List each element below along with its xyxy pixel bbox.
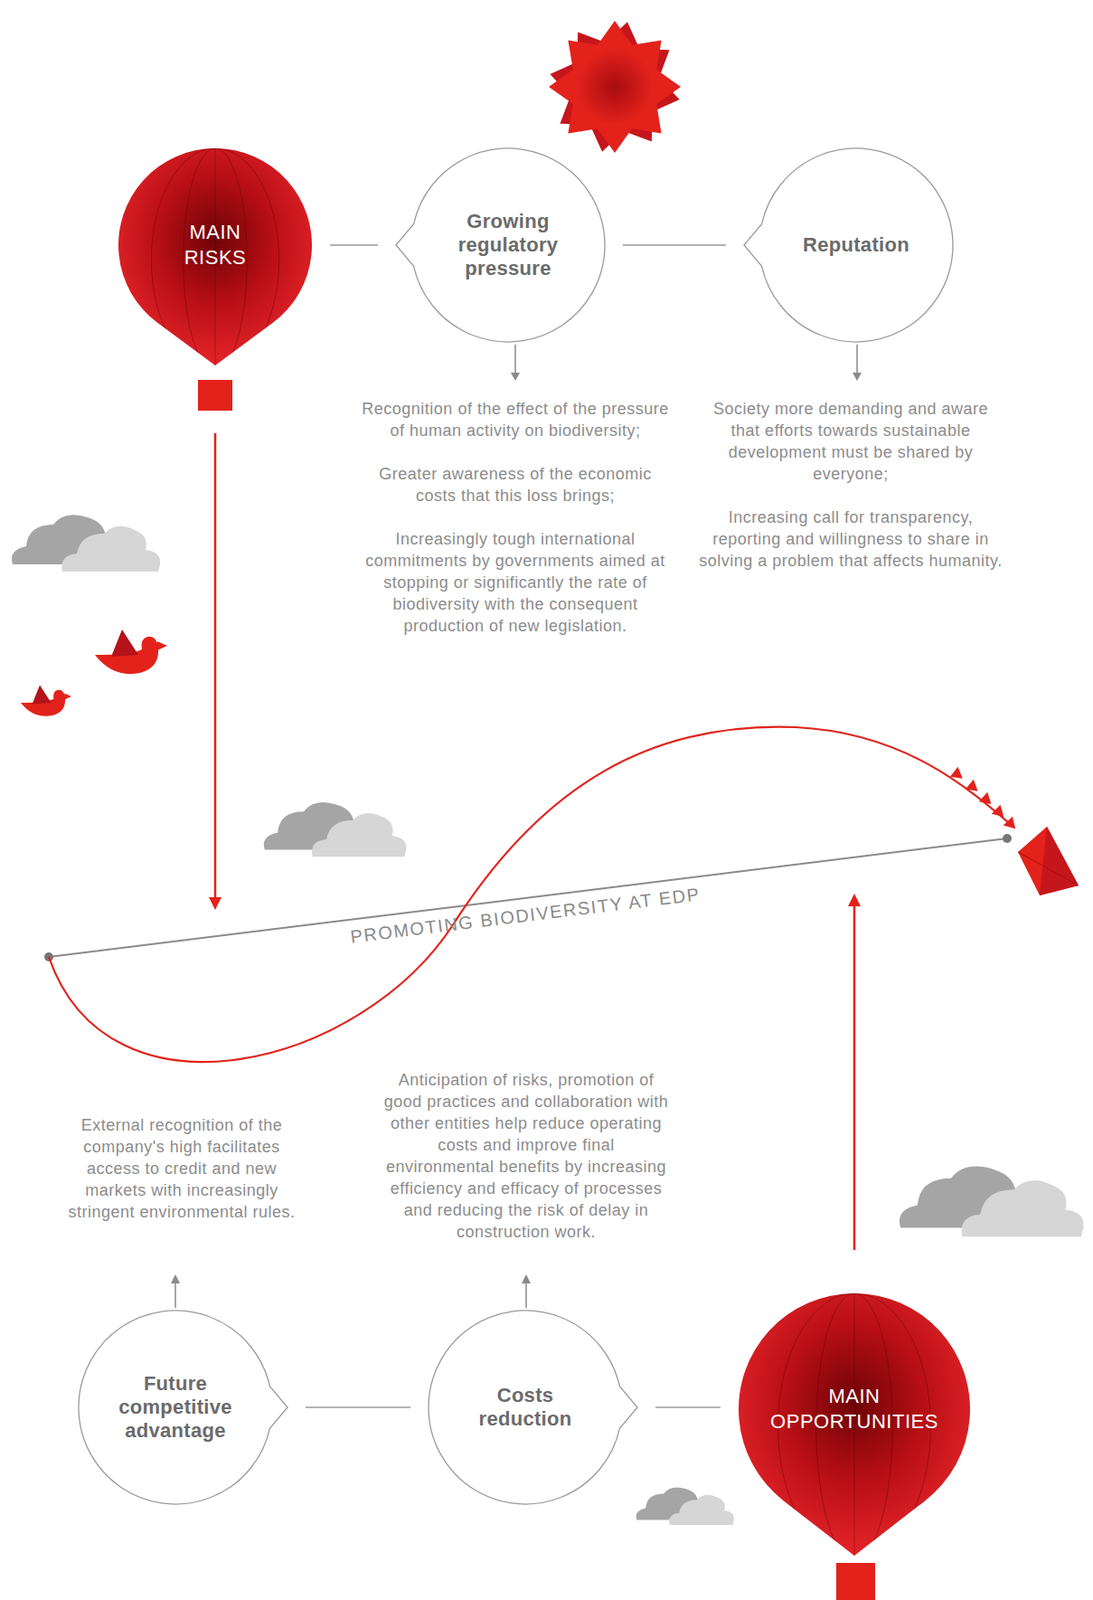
speech-bubble-node: Growing regulatory pressure bbox=[395, 148, 605, 342]
kite bbox=[1017, 826, 1079, 896]
balloon-label: MAIN OPPORTUNITIES bbox=[745, 1383, 963, 1434]
leader-head bbox=[521, 1273, 531, 1283]
line-title: PROMOTING BIODIVERSITY AT EDP bbox=[299, 876, 751, 954]
bubble-heading: Reputation bbox=[788, 233, 924, 257]
balloon-basket bbox=[836, 1562, 876, 1600]
text-column: Recognition of the effect of the pressur… bbox=[357, 397, 674, 659]
sun-rays bbox=[548, 20, 681, 153]
kite-spar bbox=[1017, 851, 1079, 886]
cloud bbox=[11, 514, 161, 572]
chevron bbox=[991, 804, 1009, 821]
text-column: Society more demanding and aware that ef… bbox=[697, 397, 1005, 594]
kite-tail-curve bbox=[48, 726, 1015, 1062]
sun-icon bbox=[537, 9, 692, 164]
chevron bbox=[950, 766, 967, 783]
balloon-envelope bbox=[738, 1292, 971, 1555]
balloon-node: MAIN OPPORTUNITIES bbox=[738, 1292, 971, 1555]
leader-line bbox=[514, 344, 517, 375]
node-text-group: Future competitive advantage bbox=[107, 1371, 244, 1442]
node-text-group: MAIN OPPORTUNITIES bbox=[745, 1383, 963, 1434]
sun-disc bbox=[576, 48, 653, 125]
description-text: Increasing call for transparency, report… bbox=[697, 506, 1005, 572]
chevron bbox=[979, 791, 996, 809]
bubble-heading: Costs reduction bbox=[457, 1383, 594, 1431]
leader-line bbox=[174, 1280, 177, 1308]
description-text: Anticipation of risks, promotion of good… bbox=[381, 1068, 671, 1243]
bubble-outline bbox=[78, 1309, 288, 1504]
speech-bubble-node: Reputation bbox=[744, 148, 953, 342]
leader-head bbox=[510, 372, 520, 381]
speech-bubble-node: Future competitive advantage bbox=[78, 1309, 288, 1504]
leader-head bbox=[852, 372, 862, 381]
speech-bubble-node: Costs reduction bbox=[428, 1309, 638, 1504]
connector-line bbox=[622, 244, 726, 246]
bubble-outline bbox=[395, 148, 605, 342]
kite-string bbox=[48, 838, 1008, 957]
connector-line bbox=[305, 1405, 411, 1408]
opportunity-arrow-line bbox=[853, 904, 857, 1250]
balloon-gore-line bbox=[150, 148, 279, 371]
bubble-outline bbox=[428, 1309, 638, 1504]
description-text: Increasingly tough international commitm… bbox=[357, 527, 674, 637]
kite-tail-chevrons bbox=[950, 766, 1020, 833]
description-text: Greater awareness of the economic costs … bbox=[357, 462, 674, 507]
cloud bbox=[899, 1166, 1084, 1237]
chevron bbox=[965, 779, 982, 796]
bubble-outline bbox=[744, 148, 953, 342]
connector-line bbox=[329, 244, 378, 246]
description-text: External recognition of the company's hi… bbox=[55, 1113, 309, 1223]
bird bbox=[94, 629, 168, 674]
kite-body bbox=[1017, 826, 1079, 896]
bird bbox=[20, 684, 72, 716]
cloud bbox=[636, 1487, 735, 1525]
balloon-gores bbox=[150, 148, 279, 371]
bubble-heading: Growing regulatory pressure bbox=[440, 209, 576, 281]
node-text-group: Costs reduction bbox=[457, 1383, 594, 1431]
kite-shade bbox=[1039, 826, 1079, 896]
leader-line bbox=[525, 1280, 528, 1308]
balloon-basket bbox=[197, 379, 233, 411]
node-text-group: MAIN RISKS bbox=[164, 219, 266, 271]
leader-line bbox=[856, 344, 858, 375]
bubble-heading: Future competitive advantage bbox=[107, 1371, 244, 1442]
opportunity-arrow-head bbox=[848, 893, 861, 906]
description-text: Recognition of the effect of the pressur… bbox=[357, 397, 674, 442]
chevron bbox=[1003, 816, 1020, 833]
description-text: Society more demanding and aware that ef… bbox=[697, 397, 1005, 485]
node-text-group: Growing regulatory pressure bbox=[440, 209, 576, 281]
connector-line bbox=[655, 1405, 721, 1408]
risk-arrow-line bbox=[214, 433, 217, 899]
line-end-dot bbox=[1002, 833, 1012, 843]
leader-head bbox=[170, 1273, 180, 1283]
balloon-node: MAIN RISKS bbox=[118, 148, 312, 366]
risk-arrow-head bbox=[208, 896, 222, 910]
balloon-envelope bbox=[118, 148, 312, 366]
node-text-group: Reputation bbox=[788, 233, 924, 257]
cloud bbox=[263, 801, 407, 857]
balloon-label: MAIN RISKS bbox=[164, 219, 266, 271]
sun-rays-back bbox=[537, 9, 692, 164]
